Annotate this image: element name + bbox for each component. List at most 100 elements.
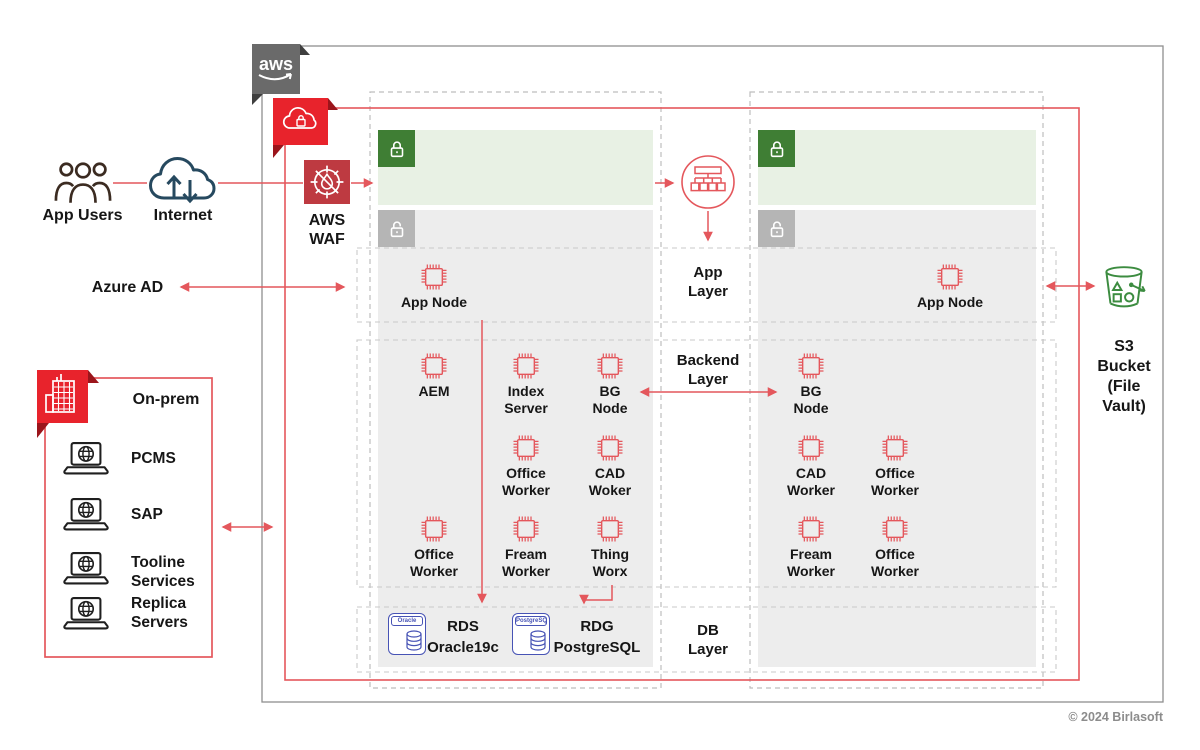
building-icon [45,374,75,413]
node-thing-worx: Thing Worx [565,514,655,579]
public-subnet-az1 [378,130,653,205]
public-subnet-lock-az1 [378,130,415,167]
db-cylinder-icon [406,630,422,651]
badge-fold [328,98,338,110]
node-office-worker-1: Office Worker [481,433,571,498]
waf-icon [310,165,344,199]
chip-icon [796,433,826,463]
azure-ad-label: Azure AD [91,279,164,296]
db-cylinder-icon [530,630,546,651]
load-balancer-icon [681,155,735,209]
node-label: CAD Worker [787,465,835,498]
onprem-item-tooline-services: Tooline Services [131,554,195,590]
node-label: BG Node [793,383,829,416]
vpc-badge [273,98,338,158]
chip-icon [419,514,449,544]
laptop-icon [62,497,110,532]
aws-badge: aws [252,44,310,105]
laptop-icon [62,551,110,586]
onprem-item-sap: SAP [131,506,163,523]
s3-bucket-label: S3 Bucket (File Vault) [1097,338,1151,415]
private-subnet-lock-az2 [758,210,795,247]
chip-icon [880,514,910,544]
vpc-boundary [284,107,1080,681]
node-label: App Node [400,294,468,310]
chip-icon [511,433,541,463]
db-layer-band [356,606,1057,673]
node-label: Office Worker [410,546,458,579]
vpc-icon [282,107,317,129]
oracle-db-icon: Oracle [388,613,426,655]
app-users-label: App Users [42,207,123,224]
db-layer-label: DB Layer [687,622,729,658]
lock-closed-icon [766,138,788,160]
rdg-postgresql-label: RDG PostgreSQL [553,618,641,656]
public-subnet-lock-az2 [758,130,795,167]
oracle-db-name: Oracle [391,616,423,626]
chip-icon [511,514,541,544]
aws-smile-icon [258,73,292,81]
node-app-node-az2: App Node [905,262,995,311]
node-label: BG Node [592,383,628,416]
node-label: Thing Worx [590,546,630,579]
s3-bucket-icon [1105,266,1146,308]
node-bg-node-az1: BG Node [565,351,655,416]
app-layer-label: App Layer [687,264,729,300]
postgresql-db-icon: PostgreSQL [512,613,550,655]
lock-closed-icon [386,138,408,160]
node-office-worker-2: Office Worker [389,514,479,579]
node-cad-worker-az2: CAD Worker [766,433,856,498]
internet-label: Internet [153,207,213,224]
lock-open-icon [386,218,408,240]
backend-layer-label: Backend Layer [676,352,740,388]
badge-fold [300,44,310,55]
node-label: Office Worker [871,546,919,579]
node-label: Office Worker [871,465,919,498]
node-label: Office Worker [502,465,550,498]
postgresql-db-name: PostgreSQL [515,616,547,626]
node-index-server: Index Server [481,351,571,416]
node-label: AEM [418,383,450,399]
onprem-item-replica-servers: Replica Servers [131,595,188,631]
node-fream-worker-az1: Fream Worker [481,514,571,579]
onprem-boundary [44,377,213,658]
copyright-text: © 2024 Birlasoft [1068,710,1163,724]
public-subnet-az2 [758,130,1036,205]
node-fream-worker-az2: Fream Worker [766,514,856,579]
node-office-worker-az2-1: Office Worker [850,433,940,498]
node-label: CAD Woker [588,465,632,498]
chip-icon [595,351,625,381]
chip-icon [935,262,965,292]
badge-tail [252,94,263,105]
badge-tail [273,145,284,158]
users-icon [54,162,112,203]
node-cad-woker: CAD Woker [565,433,655,498]
chip-icon [595,514,625,544]
node-aem: AEM [389,351,479,400]
internet-cloud-icon [149,157,216,204]
private-subnet-az1 [378,210,653,667]
onprem-title: On-prem [132,391,200,408]
node-office-worker-az2-2: Office Worker [850,514,940,579]
node-label: Fream Worker [787,546,835,579]
aws-logo-text: aws [259,54,293,74]
onprem-item-pcms: PCMS [131,450,176,467]
node-app-node-az1: App Node [389,262,479,311]
chip-icon [796,514,826,544]
aws-waf [304,160,350,204]
node-label: App Node [916,294,984,310]
chip-icon [796,351,826,381]
node-bg-node-az2: BG Node [766,351,856,416]
rds-oracle-label: RDS Oracle19c [427,618,499,656]
aws-account-boundary [261,45,1164,703]
chip-icon [511,351,541,381]
waf-label: AWS WAF [308,212,346,248]
chip-icon [419,351,449,381]
node-label: Fream Worker [502,546,550,579]
lock-open-icon [766,218,788,240]
badge-fold [88,370,99,383]
chip-icon [595,433,625,463]
laptop-icon [62,441,110,476]
